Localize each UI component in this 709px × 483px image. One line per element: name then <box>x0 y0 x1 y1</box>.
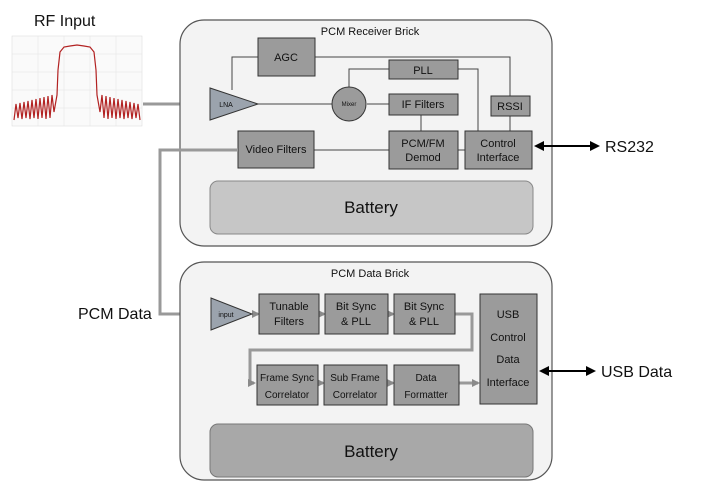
tunable-label-line2: Filters <box>274 316 304 328</box>
bit-sync-pll-1-block <box>324 293 389 335</box>
pcm-data-label: PCM Data <box>78 306 152 323</box>
pll-label: PLL <box>413 65 433 77</box>
frame-sync-correlator-block <box>256 364 319 406</box>
video-filters-label: Video Filters <box>246 144 307 156</box>
data-brick-title: PCM Data Brick <box>331 268 410 280</box>
formatter-label-line2: Formatter <box>404 390 448 401</box>
subframe-label-line1: Sub Frame <box>330 373 380 384</box>
receiver-connections <box>231 56 511 151</box>
usb-data-label: USB Data <box>601 364 672 381</box>
receiver-battery-block <box>209 180 534 235</box>
agc-block <box>257 37 316 77</box>
input-amplifier <box>210 297 254 331</box>
demod-label-line1: PCM/FM <box>401 138 444 150</box>
tunable-label-line1: Tunable <box>269 301 308 313</box>
sub-frame-correlator-block <box>323 364 388 406</box>
tunable-filters-block <box>258 293 320 335</box>
bitsync1-label-line2: & PLL <box>341 316 371 328</box>
lna-label: LNA <box>219 102 233 109</box>
data-brick-flow <box>248 310 480 387</box>
bitsync2-label-line1: Bit Sync <box>404 301 445 313</box>
pcm-fm-demod-block <box>388 130 459 170</box>
rs232-label: RS232 <box>605 139 654 156</box>
input-label: input <box>218 312 233 319</box>
rssi-block <box>490 95 531 117</box>
agc-label: AGC <box>274 52 298 64</box>
pll-block <box>388 59 459 80</box>
if-filters-block <box>388 93 459 116</box>
usb-control-interface-block <box>479 293 538 405</box>
rf-spectrum-plot <box>11 35 143 127</box>
bitsync1-label-line1: Bit Sync <box>336 301 377 313</box>
if-filters-label: IF Filters <box>402 99 445 111</box>
demod-label-line2: Demod <box>405 152 440 164</box>
rf-input-label: RF Input <box>34 13 96 30</box>
subframe-label-line2: Correlator <box>333 390 378 401</box>
receiver-battery-label: Battery <box>344 198 398 217</box>
formatter-label-line1: Data <box>415 373 437 384</box>
video-filters-block <box>237 130 315 169</box>
bit-sync-pll-2-block <box>393 293 456 335</box>
usb-label-line4: Interface <box>487 377 530 389</box>
bitsync2-label-line2: & PLL <box>409 316 439 328</box>
data-brick-battery-label: Battery <box>344 442 398 461</box>
lna-amplifier <box>209 87 260 121</box>
receiver-brick-title: PCM Receiver Brick <box>321 26 420 38</box>
framesync-label-line2: Correlator <box>265 390 310 401</box>
data-brick-battery-block <box>209 423 534 478</box>
rssi-label: RSSI <box>497 101 523 113</box>
data-formatter-block <box>393 364 460 406</box>
usb-label-line1: USB <box>497 309 520 321</box>
mixer-label: Mixer <box>342 102 357 108</box>
mixer-circle <box>331 86 367 122</box>
framesync-label-line1: Frame Sync <box>260 373 314 384</box>
usb-label-line3: Data <box>496 354 520 366</box>
control-label-line1: Control <box>480 138 515 150</box>
control-interface-block <box>464 130 533 170</box>
control-label-line2: Interface <box>477 152 520 164</box>
usb-label-line2: Control <box>490 332 525 344</box>
